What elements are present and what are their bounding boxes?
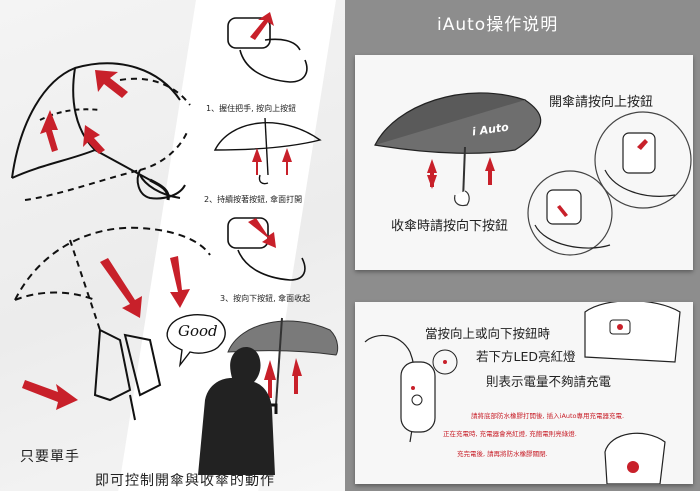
charger-base (604, 432, 666, 484)
magnify-circle-bottom (527, 170, 613, 256)
umbrella-handle-hand (454, 190, 470, 207)
up-button-arrow (637, 139, 648, 150)
charge-note-2: 正在充電時, 充電器會亮紅燈, 充飽電則亮綠燈. (443, 430, 577, 438)
umbrella-shaft (462, 146, 466, 201)
step1-arrow (250, 12, 274, 40)
open-instruction: 開傘請按向上按鈕 (549, 95, 654, 110)
left-panel: 1、握住把手, 按向上按鈕 2、持續按著按鈕, 傘面打開 3、按向下按鈕, 傘面… (0, 0, 345, 491)
hand-illustration (136, 169, 186, 200)
handle-body (400, 361, 436, 433)
led-line-3: 則表示電量不夠請充電 (486, 374, 612, 389)
close-instruction: 收傘時請按向下按鈕 (391, 219, 509, 234)
control-text: 即可控制開傘與收傘的動作 (95, 473, 275, 489)
charger-led (627, 461, 639, 473)
top-handle-illustration (584, 302, 681, 363)
gray-umbrella-illustration (227, 317, 339, 414)
down-button-arrow (557, 205, 568, 217)
speech-bubble (166, 314, 226, 368)
page-title: iAuto操作说明 (437, 15, 559, 35)
step2-caption: 2、持續按著按鈕, 傘面打開 (204, 195, 303, 204)
charge-note-3: 充完電後, 請再將防水橡膠關閉. (457, 450, 548, 458)
step2-umbrella-illustration (213, 117, 322, 185)
card2-illustrations (364, 302, 681, 484)
step1-caption: 1、握住把手, 按向上按鈕 (206, 104, 297, 113)
good-text: Good (178, 322, 218, 340)
step2-arrows (252, 148, 292, 175)
led-line-1: 當按向上或向下按鈕時 (425, 326, 551, 341)
close-arrows (22, 256, 190, 410)
step3-arrow (248, 218, 276, 248)
opening-umbrella-illustration (11, 62, 191, 201)
magnify-circle-top (594, 111, 692, 209)
step3-caption: 3、按向下按鈕, 傘面收起 (220, 294, 311, 303)
step3-hand-illustration (227, 217, 306, 281)
open-arrows (40, 70, 128, 154)
one-hand-text: 只要單手 (20, 449, 80, 465)
left-illustrations (11, 12, 339, 475)
instruction-card-open-close: i Auto 開傘請按向上按鈕 收傘時請按向下按鈕 (355, 55, 693, 270)
card1-updown-arrows (427, 157, 495, 189)
gray-umbrella-arrows (264, 358, 302, 398)
umbrella-canopy-right (374, 99, 542, 154)
charge-note-1: 請將底部防水橡膠打開後, 插入iAuto專用充電器充電. (471, 412, 625, 420)
led-light (411, 386, 415, 390)
instruction-card-charging: 當按向上或向下按鈕時 若下方LED亮紅燈 則表示電量不夠請充電 請將底部防水橡膠… (355, 302, 693, 484)
led-line-2: 若下方LED亮紅燈 (476, 349, 576, 364)
step1-hand-illustration (227, 17, 308, 83)
card1-illustrations (374, 92, 692, 256)
person-silhouette (198, 346, 275, 475)
closing-umbrella-illustration (14, 226, 211, 421)
right-panel: iAuto操作说明 i Auto 開傘請按向上按鈕 收傘時請按向 (345, 0, 700, 491)
